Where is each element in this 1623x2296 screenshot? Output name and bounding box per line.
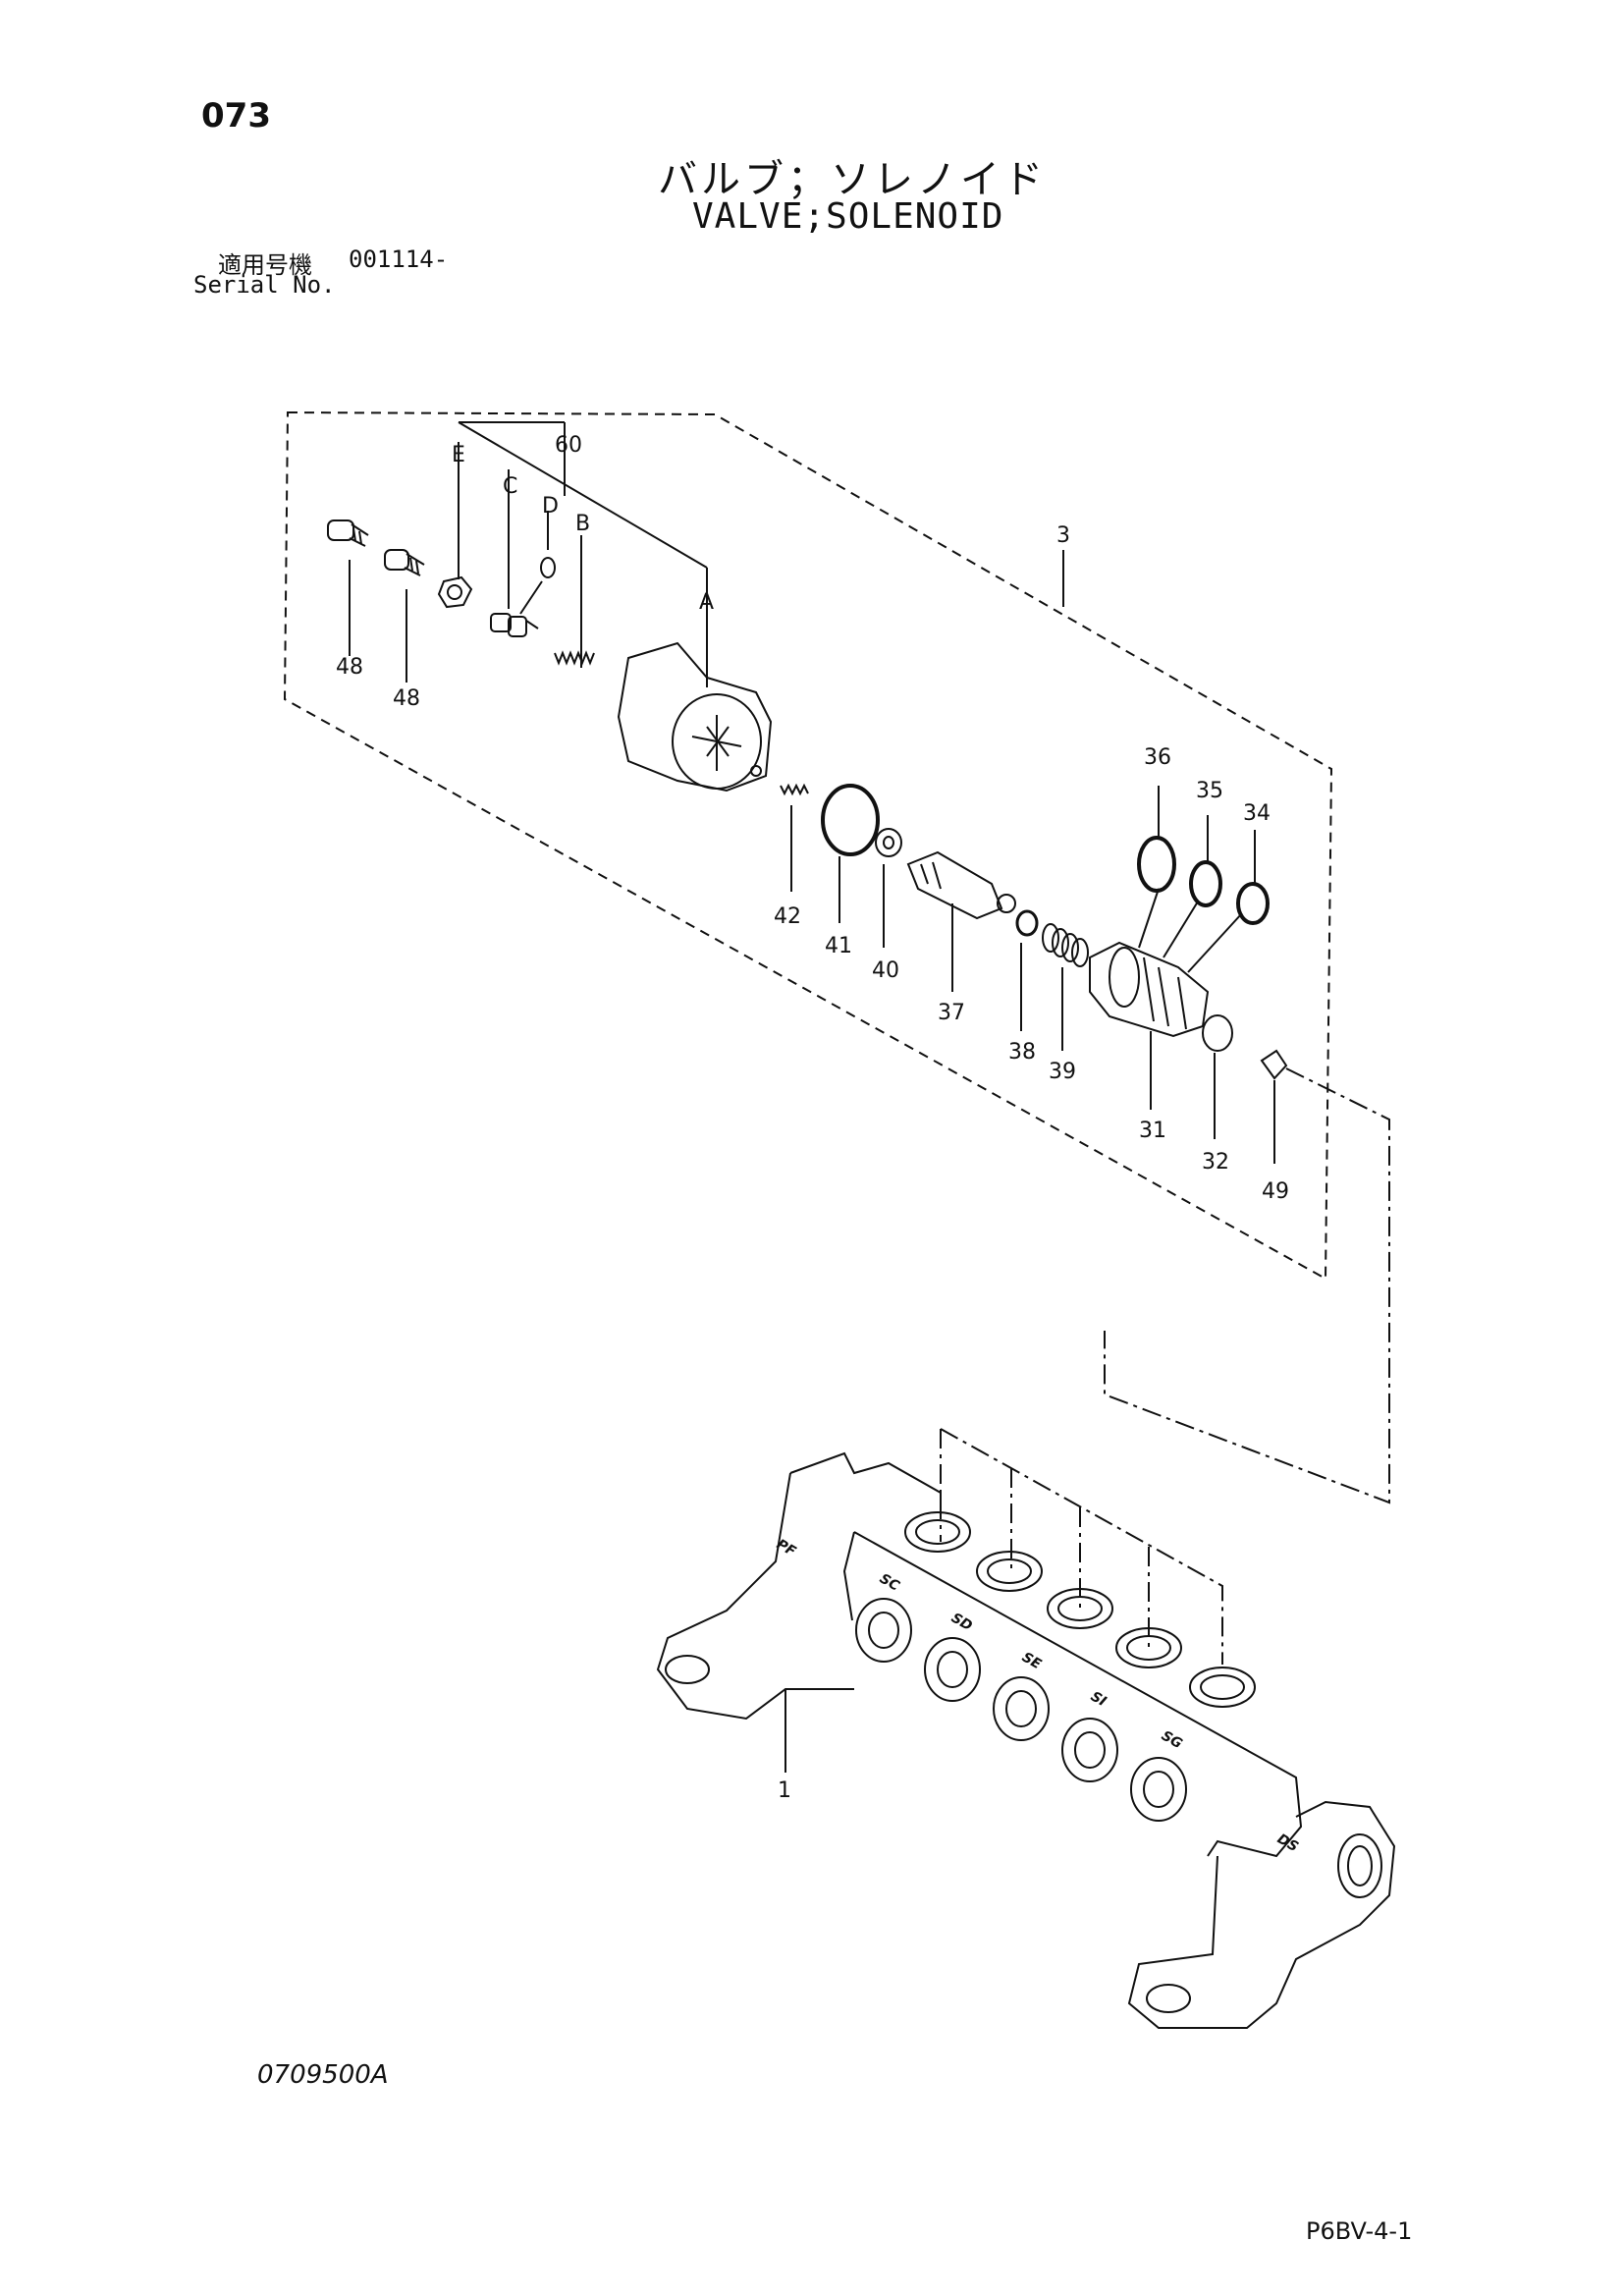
callout-1: 1 <box>778 1778 791 1803</box>
callout-32: 32 <box>1202 1150 1229 1175</box>
spring-39 <box>1042 923 1089 1051</box>
callout-49: 49 <box>1262 1179 1289 1204</box>
port-label-SE: SE <box>1019 1650 1044 1673</box>
port-alignment-lines <box>940 1428 1223 1665</box>
serial-label-japanese: 適用号機 <box>218 251 312 279</box>
spool-37 <box>906 850 1016 992</box>
plug-32 <box>1202 1014 1233 1052</box>
port-label-SG: SG <box>1159 1728 1185 1753</box>
oring-36 <box>1137 836 1176 893</box>
callout-labels: 60 E C D B A 3 48 48 36 35 34 42 41 40 3… <box>336 433 1289 1803</box>
page-code: P6BV-4-1 <box>1306 2217 1413 2245</box>
kit-bracket-60 <box>458 421 708 668</box>
fitting-C <box>490 613 539 637</box>
washer-40 <box>875 828 902 857</box>
seal-49 <box>1260 1049 1288 1080</box>
callout-38: 38 <box>1008 1040 1036 1065</box>
callout-37: 37 <box>938 1001 965 1025</box>
callout-42: 42 <box>774 904 801 929</box>
drawing-code: 0709500A <box>257 2060 389 2090</box>
oring-38 <box>1015 909 1039 937</box>
title-english: VALVE;SOLENOID <box>692 196 1004 237</box>
assembly-line-49 <box>1104 1067 1390 1504</box>
port-labels: PF SC SD SE SI SG DS <box>774 1537 1301 1856</box>
sleeve-31 <box>1089 888 1243 1110</box>
oring-34 <box>1236 882 1270 925</box>
callout-48-right: 48 <box>393 686 420 711</box>
callout-48-left: 48 <box>336 655 363 680</box>
serial-label-english: Serial No. <box>193 271 336 299</box>
manifold-block-1 <box>656 1451 1396 2029</box>
callout-C: C <box>503 474 517 499</box>
port-label-SI: SI <box>1088 1689 1109 1711</box>
callout-A: A <box>699 590 714 615</box>
bolt-48-left <box>327 519 369 656</box>
callout-D: D <box>542 494 559 519</box>
callout-3: 3 <box>1056 523 1070 548</box>
assembly-boundary <box>283 410 1333 1281</box>
port-label-SD: SD <box>948 1611 975 1635</box>
serial-number-value: 001114- <box>349 246 449 273</box>
port-label-DS: DS <box>1274 1831 1301 1856</box>
callout-36: 36 <box>1144 745 1171 770</box>
callout-31: 31 <box>1139 1119 1166 1143</box>
callout-E: E <box>452 443 465 467</box>
solenoid-A <box>617 589 773 793</box>
title-japanese: バルブ；ソレノイド <box>658 157 1047 202</box>
port-label-SC: SC <box>877 1571 902 1595</box>
callout-40: 40 <box>872 958 899 983</box>
page-number: 073 <box>201 96 271 136</box>
callout-35: 35 <box>1196 779 1223 803</box>
callout-39: 39 <box>1049 1060 1076 1084</box>
oring-D <box>540 557 556 578</box>
spring-B <box>554 650 595 666</box>
callout-41: 41 <box>825 934 852 958</box>
callout-B: B <box>575 512 590 536</box>
oring-35 <box>1189 860 1222 907</box>
spring-42 <box>780 783 809 796</box>
oring-41 <box>821 784 880 856</box>
bolt-48-right <box>384 549 425 683</box>
callout-34: 34 <box>1243 801 1271 826</box>
callout-60: 60 <box>555 433 582 458</box>
nut-E <box>437 575 473 609</box>
